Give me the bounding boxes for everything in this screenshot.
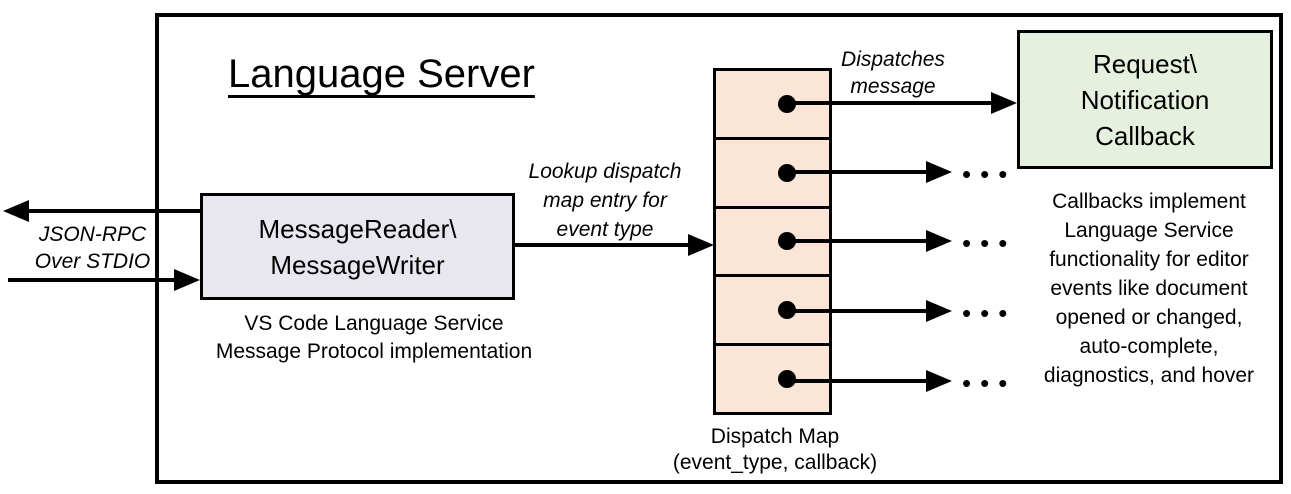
ellipsis-dots: ••• [962,368,1017,398]
lookup-arrowhead-icon [688,234,714,256]
row-arrow-line [787,239,927,243]
lookup-dispatch-label: Lookup dispatch map entry for event type [528,160,682,241]
language-server-boundary [155,13,1283,484]
dispatches-message-label: Dispatches message [841,48,945,98]
row-arrowhead-icon [926,161,952,183]
dispatch-cell [716,140,829,209]
json-rpc-label: JSON-RPC Over STDIO [34,223,151,273]
row-arrowhead-icon [926,230,952,252]
diagram-title: Language Server [228,52,535,96]
callback-arrow-line [787,101,992,105]
lookup-arrow-line [514,243,690,247]
dispatch-map-caption: Dispatch Map (event_type, callback) [672,425,878,474]
stdio-in-arrow-line [8,278,176,282]
stdio-in-arrowhead-icon [174,269,200,291]
row-arrow-line [787,170,927,174]
ellipsis-dots: ••• [962,298,1017,328]
stdio-out-arrow-line [27,209,200,213]
dispatch-cell [716,71,829,140]
ellipsis-dots: ••• [962,159,1017,189]
row-arrow-line [787,379,927,383]
stdio-out-arrowhead-icon [3,200,29,222]
message-reader-caption: VS Code Language Service Message Protoco… [215,312,533,363]
row-arrow-line [787,309,927,313]
row-arrowhead-icon [926,300,952,322]
message-reader-writer-box: MessageReader\ MessageWriter [200,193,515,300]
ellipsis-dots: ••• [962,228,1017,258]
callback-arrowhead-icon [991,92,1017,114]
request-notification-callback-box: Request\ Notification Callback [1017,30,1273,169]
row-arrowhead-icon [926,370,952,392]
callbacks-description: Callbacks implement Language Service fun… [1043,190,1255,387]
